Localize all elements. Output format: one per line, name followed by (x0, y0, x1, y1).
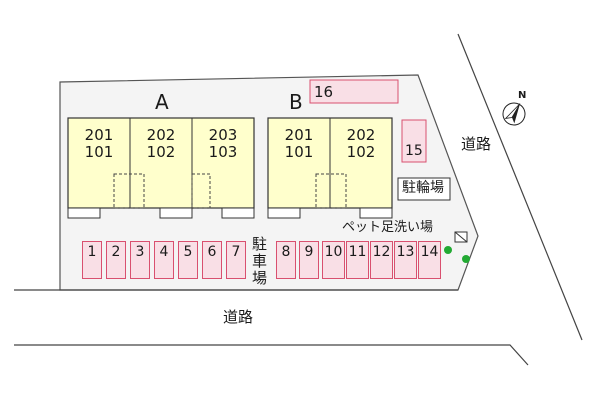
unit-lower: 102 (146, 143, 176, 161)
unit-upper: 201 (284, 126, 314, 144)
parking-stall: 5 (178, 241, 198, 279)
parking-stall: 2 (106, 241, 126, 279)
unit-upper: 202 (346, 126, 376, 144)
parking-stall-15-label: 15 (405, 143, 423, 159)
unit-a-2: 202 102 (136, 127, 186, 161)
parking-stall: 10 (322, 241, 345, 279)
bicycle-parking-label: 駐輪場 (402, 180, 444, 196)
road-label-right: 道路 (461, 135, 492, 153)
parking-stall: 4 (154, 241, 174, 279)
unit-upper: 202 (146, 126, 176, 144)
building-a-step-2 (159, 207, 193, 219)
unit-b-1: 201 101 (274, 127, 324, 161)
road-label-bottom: 道路 (223, 308, 254, 326)
tree (462, 255, 470, 263)
parking-stall-16 (309, 79, 399, 104)
building-a-label: A (155, 90, 169, 114)
building-a (67, 117, 255, 209)
parking-stall: 14 (418, 241, 441, 279)
unit-lower: 103 (208, 143, 238, 161)
bicycle-parking-frame (397, 177, 451, 201)
parking-stall: 13 (394, 241, 417, 279)
parking-stall: 7 (226, 241, 246, 279)
parking-stall-15 (401, 119, 427, 163)
unit-b-2: 202 102 (336, 127, 386, 161)
building-a-entrance-1 (113, 173, 145, 209)
pet-footwash-label: ペット足洗い場 (342, 220, 434, 235)
unit-a-1: 201 101 (74, 127, 124, 161)
tree (444, 246, 452, 254)
parking-stall: 12 (370, 241, 393, 279)
parking-stall: 6 (202, 241, 222, 279)
unit-lower: 101 (284, 143, 314, 161)
building-a-step-1 (67, 207, 101, 219)
unit-lower: 102 (346, 143, 376, 161)
road-edge-bottom (14, 344, 529, 366)
road-edge-right (457, 33, 583, 341)
parking-stall: 3 (130, 241, 150, 279)
footwash-symbol-slash (454, 231, 468, 243)
parking-label: 駐車場 (252, 235, 268, 287)
unit-upper: 203 (208, 126, 238, 144)
parking-stall-16-label: 16 (314, 83, 334, 101)
building-a-step-3 (221, 207, 255, 219)
parking-stall: 9 (299, 241, 319, 279)
unit-lower: 101 (84, 143, 114, 161)
parking-stall: 8 (276, 241, 296, 279)
unit-a-3: 203 103 (198, 127, 248, 161)
unit-upper: 201 (84, 126, 114, 144)
building-b-step-1 (267, 207, 301, 219)
compass-icon (502, 102, 526, 126)
parking-stall: 1 (82, 241, 102, 279)
compass-north-label: N (518, 90, 527, 101)
building-b-label: B (289, 90, 303, 114)
building-a-entrance-2 (191, 173, 211, 209)
building-b-step-2 (359, 207, 393, 219)
parking-stall: 11 (346, 241, 369, 279)
building-b-entrance-1 (315, 173, 347, 209)
